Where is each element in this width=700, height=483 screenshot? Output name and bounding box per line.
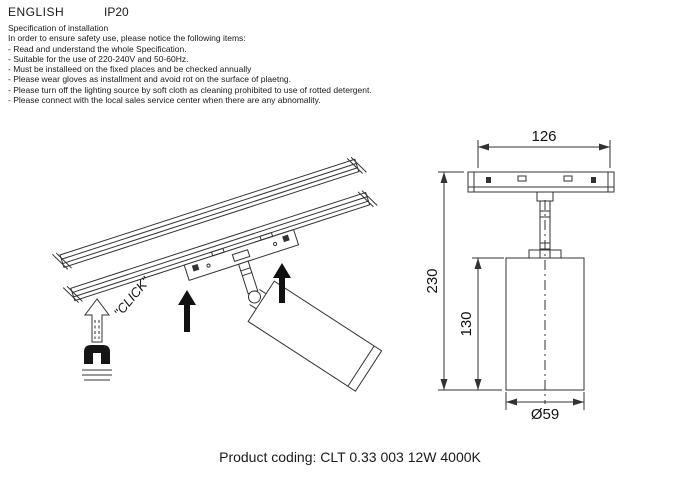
dim-total-height: 230 (424, 171, 502, 391)
click-label: "CLICK" (111, 273, 154, 320)
dimension-drawing: 126 230 130 (424, 128, 615, 423)
dim-230-label: 230 (424, 268, 441, 293)
dim-track-width: 126 (477, 128, 611, 168)
spec-item-6: - Please connect with the local sales se… (8, 95, 321, 106)
spec-item-2: - Suitable for the use of 220-240V and 5… (8, 53, 189, 64)
spec-item-3: - Must be installeed on the fixed places… (8, 64, 252, 75)
up-arrow-icon (84, 298, 110, 343)
ip-rating-label: IP20 (104, 5, 129, 19)
magnet-icon (84, 345, 110, 364)
installation-spec-text: Specification of installation In order t… (8, 23, 438, 105)
click-arrow-left (178, 290, 196, 332)
spec-item-4: - Please wear gloves as installment and … (8, 74, 292, 85)
product-coding: Product coding: CLT 0.33 003 12W 4000K (219, 449, 481, 465)
magnetic-mount-icon (82, 298, 112, 381)
dim-body-height: 130 (458, 257, 504, 390)
dim-diameter-label: Ø59 (531, 406, 559, 423)
spec-intro: In order to ensure safety use, please no… (8, 33, 246, 44)
dim-130-label: 130 (458, 311, 475, 336)
dim-126-label: 126 (531, 128, 556, 145)
track-installation-drawing: "CLICK" (52, 156, 383, 392)
track-adapter-plate (183, 228, 300, 281)
spec-title: Specification of installation (8, 23, 109, 33)
spotlight-body (247, 280, 383, 392)
dim-diameter: Ø59 (505, 392, 585, 423)
spec-item-1: - Read and understand the whole Specific… (8, 43, 187, 54)
spec-item-5: - Please turn off the lighting source by… (8, 84, 372, 95)
click-arrow-right (273, 263, 291, 303)
language-label: ENGLISH (8, 5, 65, 19)
